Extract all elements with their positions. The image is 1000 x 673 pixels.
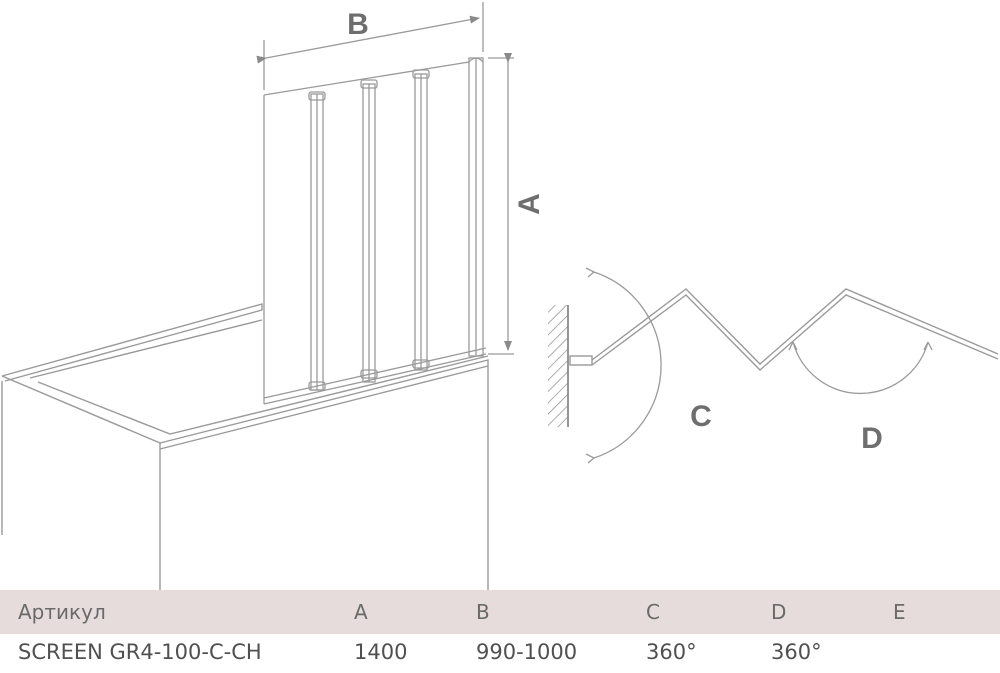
shower-screen (263, 57, 487, 405)
cell-c: 360° (646, 640, 697, 664)
spec-table: Артикул A B C D E SCREEN GR4-100-C-CH 14… (0, 590, 1000, 673)
table-row: SCREEN GR4-100-C-CH 1400 990-1000 360° 3… (0, 634, 1000, 673)
header-c: C (646, 600, 660, 624)
header-e: E (893, 600, 906, 624)
rotation-arc-c (585, 267, 662, 464)
cell-d: 360° (771, 640, 822, 664)
wall-hatch (548, 305, 569, 427)
header-a: A (354, 600, 368, 624)
top-view-panels (569, 288, 999, 371)
dimension-a (488, 53, 514, 355)
rotation-c-label: C (690, 400, 712, 433)
cell-a: 1400 (354, 640, 408, 664)
dimension-a-label: A (513, 193, 546, 215)
rotation-d-label: D (861, 422, 883, 455)
cell-article: SCREEN GR4-100-C-CH (18, 640, 262, 664)
bathtub (1, 303, 489, 590)
technical-drawing: B A D C D (1, 2, 999, 590)
table-header-row: Артикул A B C D E (0, 590, 1000, 634)
dimension-b-label: B (347, 8, 369, 41)
rotation-arc-d (788, 341, 933, 395)
header-b: B (476, 600, 490, 624)
header-article: Артикул (18, 600, 106, 624)
dimension-b (256, 2, 484, 90)
header-d: D (771, 600, 787, 624)
cell-b: 990-1000 (476, 640, 578, 664)
